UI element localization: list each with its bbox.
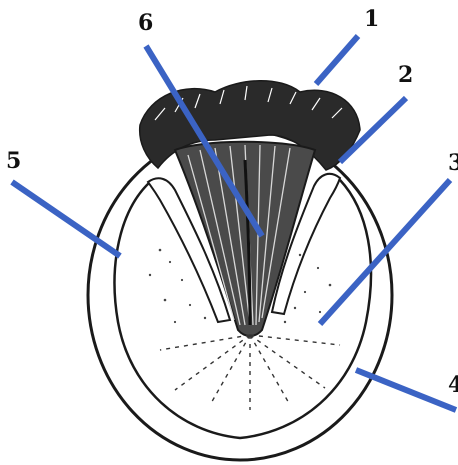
leader-line-4: [356, 370, 456, 410]
callout-label-6: 6: [138, 10, 153, 36]
callout-label-2: 2: [398, 62, 413, 88]
callout-label-3: 3: [448, 150, 458, 176]
callout-label-4: 4: [448, 372, 458, 398]
callout-label-1: 1: [364, 6, 379, 32]
leader-line-1: [316, 36, 358, 84]
leader-line-3: [320, 180, 450, 324]
sole-radiating-lines: [160, 335, 340, 410]
callout-label-5: 5: [6, 148, 21, 174]
